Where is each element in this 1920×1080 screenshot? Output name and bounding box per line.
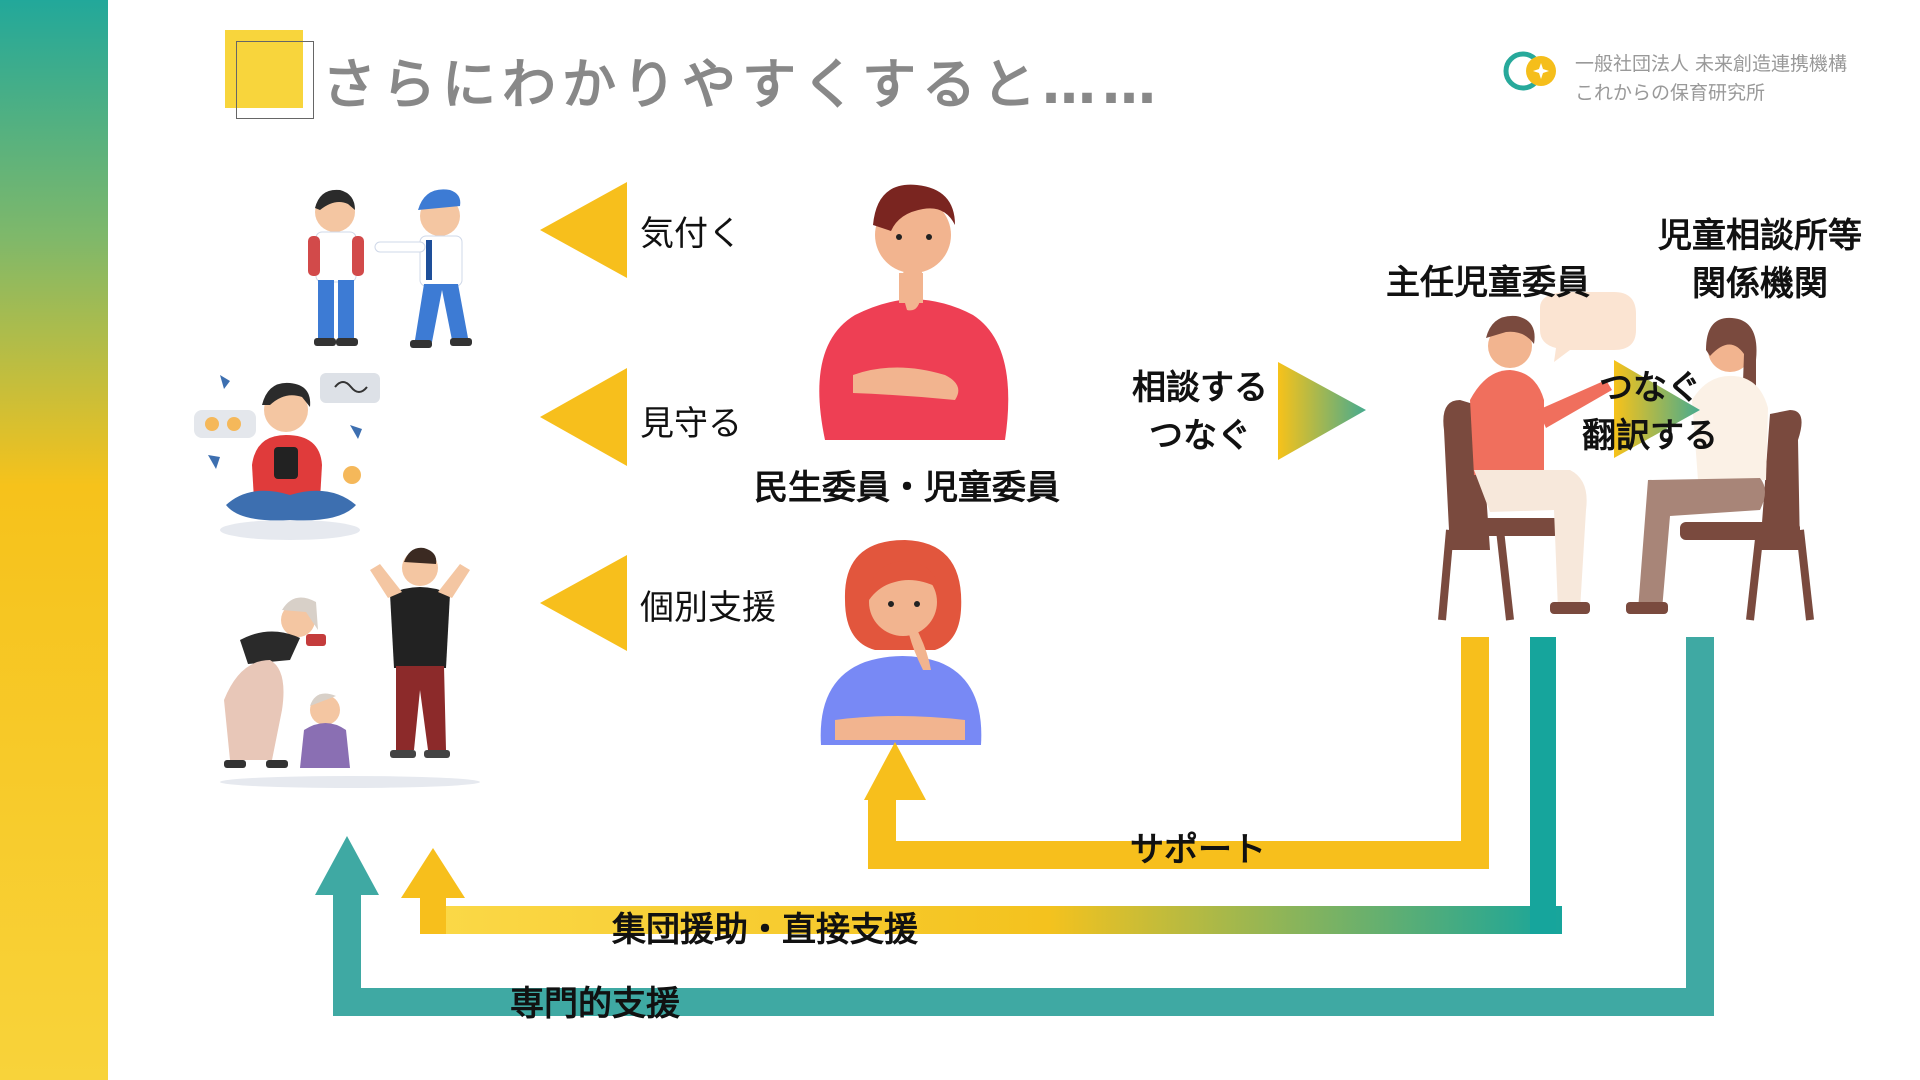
support-connector — [868, 637, 1489, 869]
specialist-support-connector — [333, 637, 1714, 1016]
page-title: さらにわかりやすくすると…… — [322, 53, 1162, 116]
action-notice-label: 気付く — [640, 214, 742, 254]
support-label: サポート — [1130, 830, 1266, 870]
arrow-notice-icon — [540, 182, 627, 278]
arrow-watch-icon — [540, 368, 627, 466]
specialist-support-arrowhead-icon — [315, 836, 379, 895]
left-gradient-stripe — [0, 0, 108, 1080]
logo-circles-icon — [1503, 51, 1556, 91]
bullying-children-illustration — [308, 189, 472, 348]
logo-institute-name: これからの保育研究所 — [1575, 82, 1766, 104]
consult-label: 相談する — [1132, 368, 1268, 408]
chief-child-commissioner-label: 主任児童委員 — [1386, 263, 1590, 303]
family-conflict-illustration — [220, 547, 480, 788]
logo-organization-name: 一般社団法人 未来創造連携機構 — [1575, 53, 1848, 75]
group-direct-support-label: 集団援助・直接支援 — [612, 910, 918, 950]
consult-connect-label: つなぐ — [1149, 416, 1251, 456]
translate-label: 翻訳する — [1582, 416, 1718, 456]
title-square-outline — [236, 41, 314, 119]
action-watch-label: 見守る — [640, 404, 742, 444]
arrow-individual-support-icon — [540, 555, 627, 651]
thinking-woman-illustration — [820, 540, 982, 745]
group-direct-support-arrowhead-icon — [401, 848, 465, 898]
action-individual-support-label: 個別支援 — [640, 588, 776, 628]
child-guidance-center-label: 児童相談所等 — [1658, 216, 1862, 256]
arrow-consult-icon — [1278, 362, 1366, 460]
title-square-icon — [225, 30, 303, 108]
thinking-man-illustration — [819, 184, 1009, 440]
related-agencies-label: 関係機関 — [1692, 264, 1828, 304]
group-direct-support-riser — [1530, 637, 1556, 934]
connect-label: つなぐ — [1599, 368, 1701, 408]
welfare-commissioner-label: 民生委員・児童委員 — [754, 468, 1060, 508]
phone-anxiety-child-illustration — [194, 373, 380, 540]
consultation-scene-illustration — [1438, 292, 1814, 621]
group-direct-support-bar — [420, 906, 1562, 934]
support-arrowhead-icon — [864, 742, 926, 800]
arrow-connect-icon — [1614, 360, 1700, 458]
specialist-support-label: 専門的支援 — [510, 984, 680, 1024]
